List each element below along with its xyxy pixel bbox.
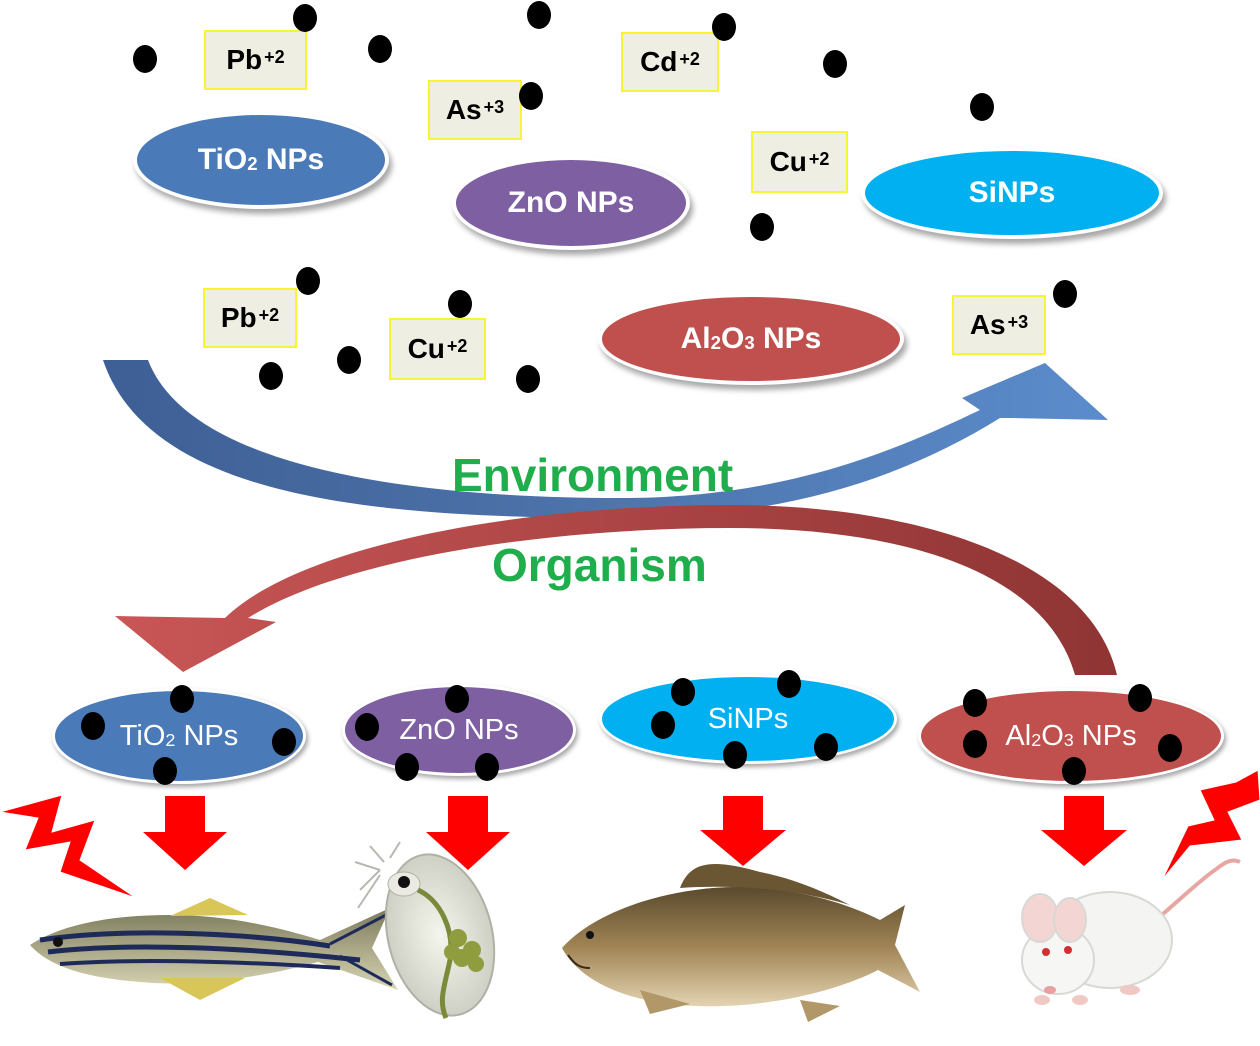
particle-dot bbox=[133, 45, 157, 73]
particle-dot bbox=[519, 82, 543, 110]
np-label: ZnO NPs bbox=[399, 713, 519, 746]
np-sub: 3 bbox=[744, 332, 755, 353]
particle-dot bbox=[963, 689, 987, 717]
particle-dot bbox=[1062, 757, 1086, 785]
lightning-left-icon bbox=[0, 794, 137, 899]
np-label: Al bbox=[1005, 719, 1032, 752]
particle-dot bbox=[963, 730, 987, 758]
particle-dot bbox=[527, 1, 551, 29]
particle-dot bbox=[823, 50, 847, 78]
particle-dot bbox=[445, 685, 469, 713]
ion-charge: +3 bbox=[483, 96, 505, 117]
particle-dot bbox=[651, 711, 675, 739]
particle-dot bbox=[81, 712, 105, 740]
np-label: NPs bbox=[754, 322, 822, 355]
np-label: NPs bbox=[1073, 719, 1137, 752]
np-label: O bbox=[720, 322, 745, 355]
np-label: TiO bbox=[197, 143, 248, 176]
particle-dot bbox=[355, 713, 379, 741]
particle-dot bbox=[448, 290, 472, 318]
particle-dot bbox=[337, 346, 361, 374]
particle-dot bbox=[712, 13, 736, 41]
particle-dot bbox=[170, 685, 194, 713]
particle-dot bbox=[293, 4, 317, 32]
ion-cd-1: Cd+2 bbox=[621, 32, 719, 92]
np-label: TiO bbox=[119, 719, 166, 752]
ion-symbol: Cu bbox=[769, 146, 807, 177]
ion-symbol: As bbox=[969, 309, 1006, 340]
particle-dot bbox=[259, 362, 283, 390]
particle-dot bbox=[296, 267, 320, 295]
ion-symbol: Cu bbox=[407, 333, 445, 364]
ion-charge: +2 bbox=[679, 48, 700, 69]
ion-charge: +2 bbox=[446, 335, 468, 356]
down-arrow-2 bbox=[426, 796, 510, 870]
env-np-sinps: SiNPs bbox=[861, 147, 1163, 239]
ion-charge: +3 bbox=[1007, 311, 1029, 332]
daphnia-image bbox=[354, 841, 496, 1020]
down-arrow-4 bbox=[1041, 796, 1127, 866]
ion-charge: +2 bbox=[264, 46, 285, 67]
ion-cu-1: Cu+2 bbox=[751, 131, 848, 193]
ion-charge: +2 bbox=[258, 304, 280, 325]
org-np-sinps: SiNPs bbox=[599, 674, 897, 764]
particle-dot bbox=[777, 670, 801, 698]
np-label: SiNPs bbox=[707, 702, 789, 735]
np-sub: 2 bbox=[165, 729, 176, 750]
np-sub: 2 bbox=[710, 332, 721, 353]
particle-dot bbox=[814, 733, 838, 761]
particle-dot bbox=[475, 753, 499, 781]
particle-dot bbox=[970, 93, 994, 121]
np-sub: 2 bbox=[1031, 729, 1042, 750]
np-label: Al bbox=[680, 322, 711, 355]
ion-symbol: As bbox=[445, 94, 482, 125]
np-label: NPs bbox=[175, 719, 239, 752]
down-arrow-1 bbox=[143, 796, 227, 870]
lightning-right-icon bbox=[1161, 769, 1260, 881]
particle-dot bbox=[750, 213, 774, 241]
zebrafish-image bbox=[30, 898, 398, 1000]
particle-dot bbox=[1128, 684, 1152, 712]
ion-symbol: Pb bbox=[220, 302, 257, 333]
np-label: O bbox=[1041, 719, 1064, 752]
particle-dot bbox=[1053, 280, 1077, 308]
ion-symbol: Pb bbox=[226, 44, 263, 75]
environment-arrow bbox=[103, 360, 1108, 518]
particle-dot bbox=[272, 728, 296, 756]
particle-dot bbox=[368, 35, 392, 63]
np-label: ZnO NPs bbox=[507, 186, 635, 219]
ion-pb-1: Pb+2 bbox=[204, 30, 307, 90]
down-arrow-3 bbox=[700, 796, 786, 866]
particle-dot bbox=[516, 365, 540, 393]
env-np-zno: ZnO NPs bbox=[452, 156, 690, 250]
particle-dot bbox=[671, 678, 695, 706]
np-label: NPs bbox=[257, 143, 325, 176]
rat-image bbox=[1021, 858, 1241, 1005]
ion-as-2: As+3 bbox=[952, 295, 1046, 355]
particle-dot bbox=[723, 741, 747, 769]
organism-label: Organism bbox=[492, 539, 707, 591]
np-sub: 2 bbox=[247, 153, 258, 174]
np-sub: 3 bbox=[1063, 729, 1074, 750]
particle-dot bbox=[1158, 734, 1182, 762]
ion-charge: +2 bbox=[808, 148, 830, 169]
ion-as-1: As+3 bbox=[428, 80, 522, 140]
np-label: SiNPs bbox=[968, 176, 1056, 209]
ion-symbol: Cd bbox=[640, 46, 678, 77]
environment-label: Environment bbox=[452, 449, 734, 501]
carp-image bbox=[562, 864, 920, 1022]
particle-dot bbox=[153, 757, 177, 785]
ion-pb-2: Pb+2 bbox=[203, 288, 297, 348]
ion-cu-2: Cu+2 bbox=[389, 318, 486, 380]
particle-dot bbox=[395, 753, 419, 781]
